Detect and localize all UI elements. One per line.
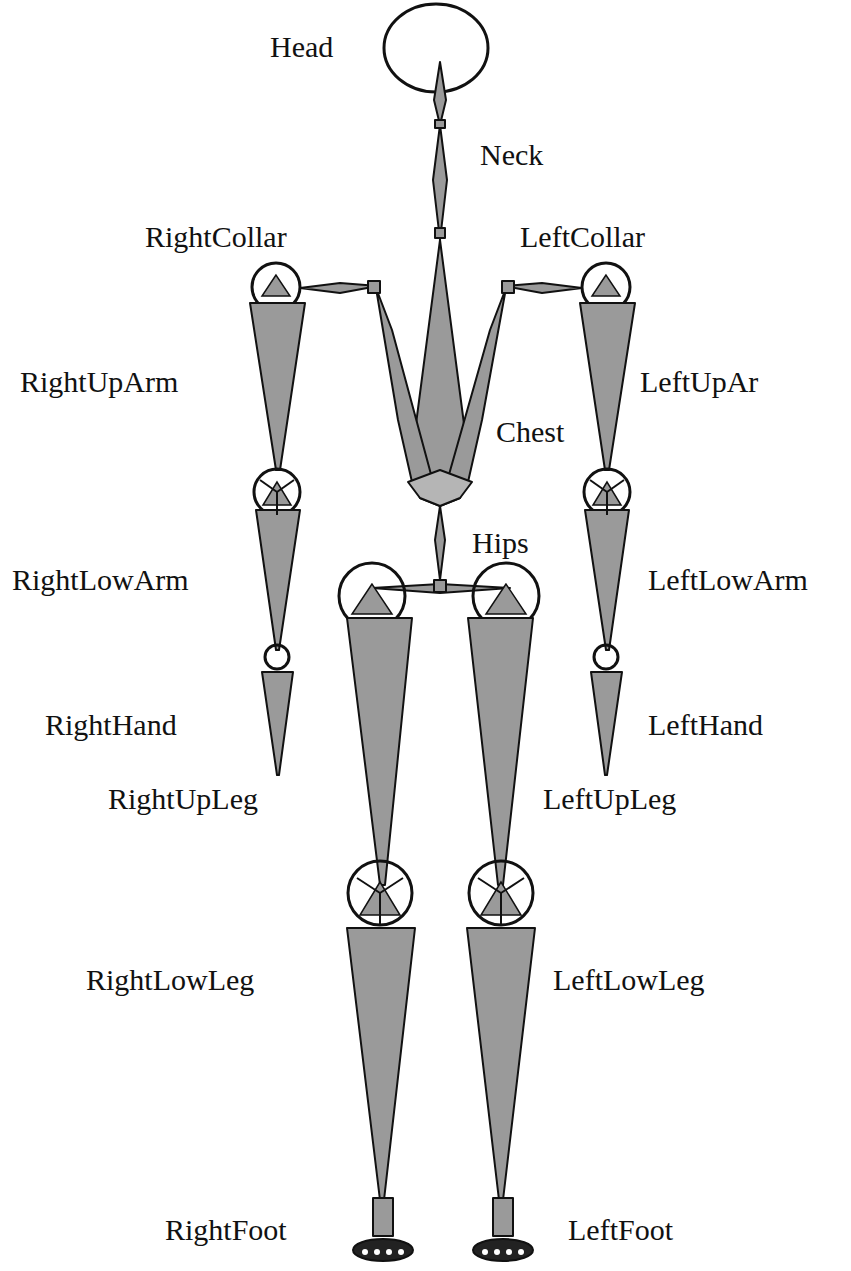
part-label: RightHand (45, 710, 177, 740)
part-label: RightLowLeg (86, 965, 254, 995)
part-label: LeftCollar (520, 222, 645, 252)
part-label: RightCollar (145, 222, 287, 252)
part-label: LeftUpLeg (543, 784, 676, 814)
part-label: RightLowArm (12, 565, 189, 595)
part-label: LeftUpAr (640, 367, 758, 397)
part-label: LeftHand (648, 710, 763, 740)
part-label: Hips (472, 528, 529, 558)
part-label: RightFoot (165, 1215, 287, 1245)
part-label: Head (270, 32, 333, 62)
part-label: Chest (496, 417, 564, 447)
part-label: RightUpLeg (108, 784, 258, 814)
part-label: RightUpArm (20, 367, 178, 397)
part-label: LeftLowLeg (553, 965, 705, 995)
part-label: LeftLowArm (648, 565, 808, 595)
part-label: Neck (480, 140, 543, 170)
part-label: LeftFoot (568, 1215, 673, 1245)
